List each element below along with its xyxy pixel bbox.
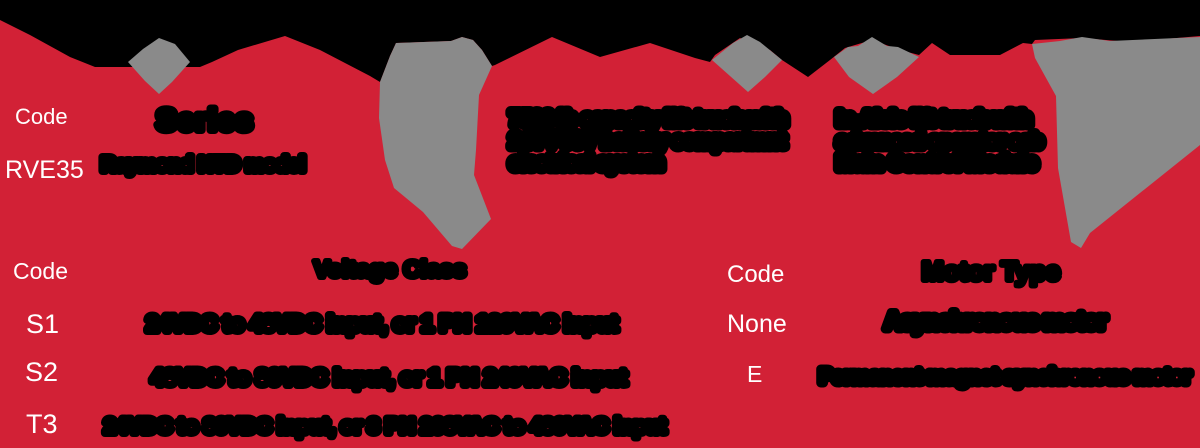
- svg-text:24V / 36V battery compartmnt: 24V / 36V battery compartmnt: [510, 131, 786, 152]
- svg-text:Code: Code: [13, 258, 68, 284]
- svg-text:E: E: [747, 361, 762, 387]
- svg-text:Voltage Class: Voltage Class: [314, 256, 466, 282]
- svg-text:RVE35: RVE35: [5, 156, 84, 184]
- svg-text:None: None: [727, 310, 787, 338]
- svg-text:48VDC to 80VDC input, or 1 PH: 48VDC to 80VDC input, or 1 PH 240VAC inp…: [151, 365, 627, 390]
- svg-text:Code: Code: [15, 104, 68, 129]
- svg-text:In-Aisle lift truck with: In-Aisle lift truck with: [837, 109, 1031, 130]
- svg-text:T3: T3: [26, 409, 58, 439]
- svg-text:S2: S2: [25, 357, 58, 387]
- svg-text:advanced operator cab: advanced operator cab: [837, 130, 1043, 151]
- svg-text:7500 lb capacity lift truck wi: 7500 lb capacity lift truck with: [510, 109, 787, 130]
- svg-text:Code: Code: [727, 261, 784, 288]
- svg-text:Permanent magnet synchronous m: Permanent magnet synchronous motor: [819, 366, 1191, 388]
- svg-text:Series: Series: [156, 104, 253, 137]
- svg-text:electrical system: electrical system: [510, 153, 663, 174]
- svg-text:24VDC to 80VDC input, or 3 PH: 24VDC to 80VDC input, or 3 PH 208VAC to …: [104, 415, 666, 438]
- svg-text:Motor Type: Motor Type: [922, 256, 1060, 286]
- svg-text:24VDC to 48VDC input, or 1 PH: 24VDC to 48VDC input, or 1 PH 120VAC inp…: [146, 311, 618, 336]
- svg-text:Main Control Module: Main Control Module: [837, 152, 1037, 174]
- svg-text:S1: S1: [26, 309, 59, 339]
- svg-text:Raymond HTD model: Raymond HTD model: [101, 154, 305, 176]
- svg-text:Asynchronous motor: Asynchronous motor: [884, 308, 1106, 335]
